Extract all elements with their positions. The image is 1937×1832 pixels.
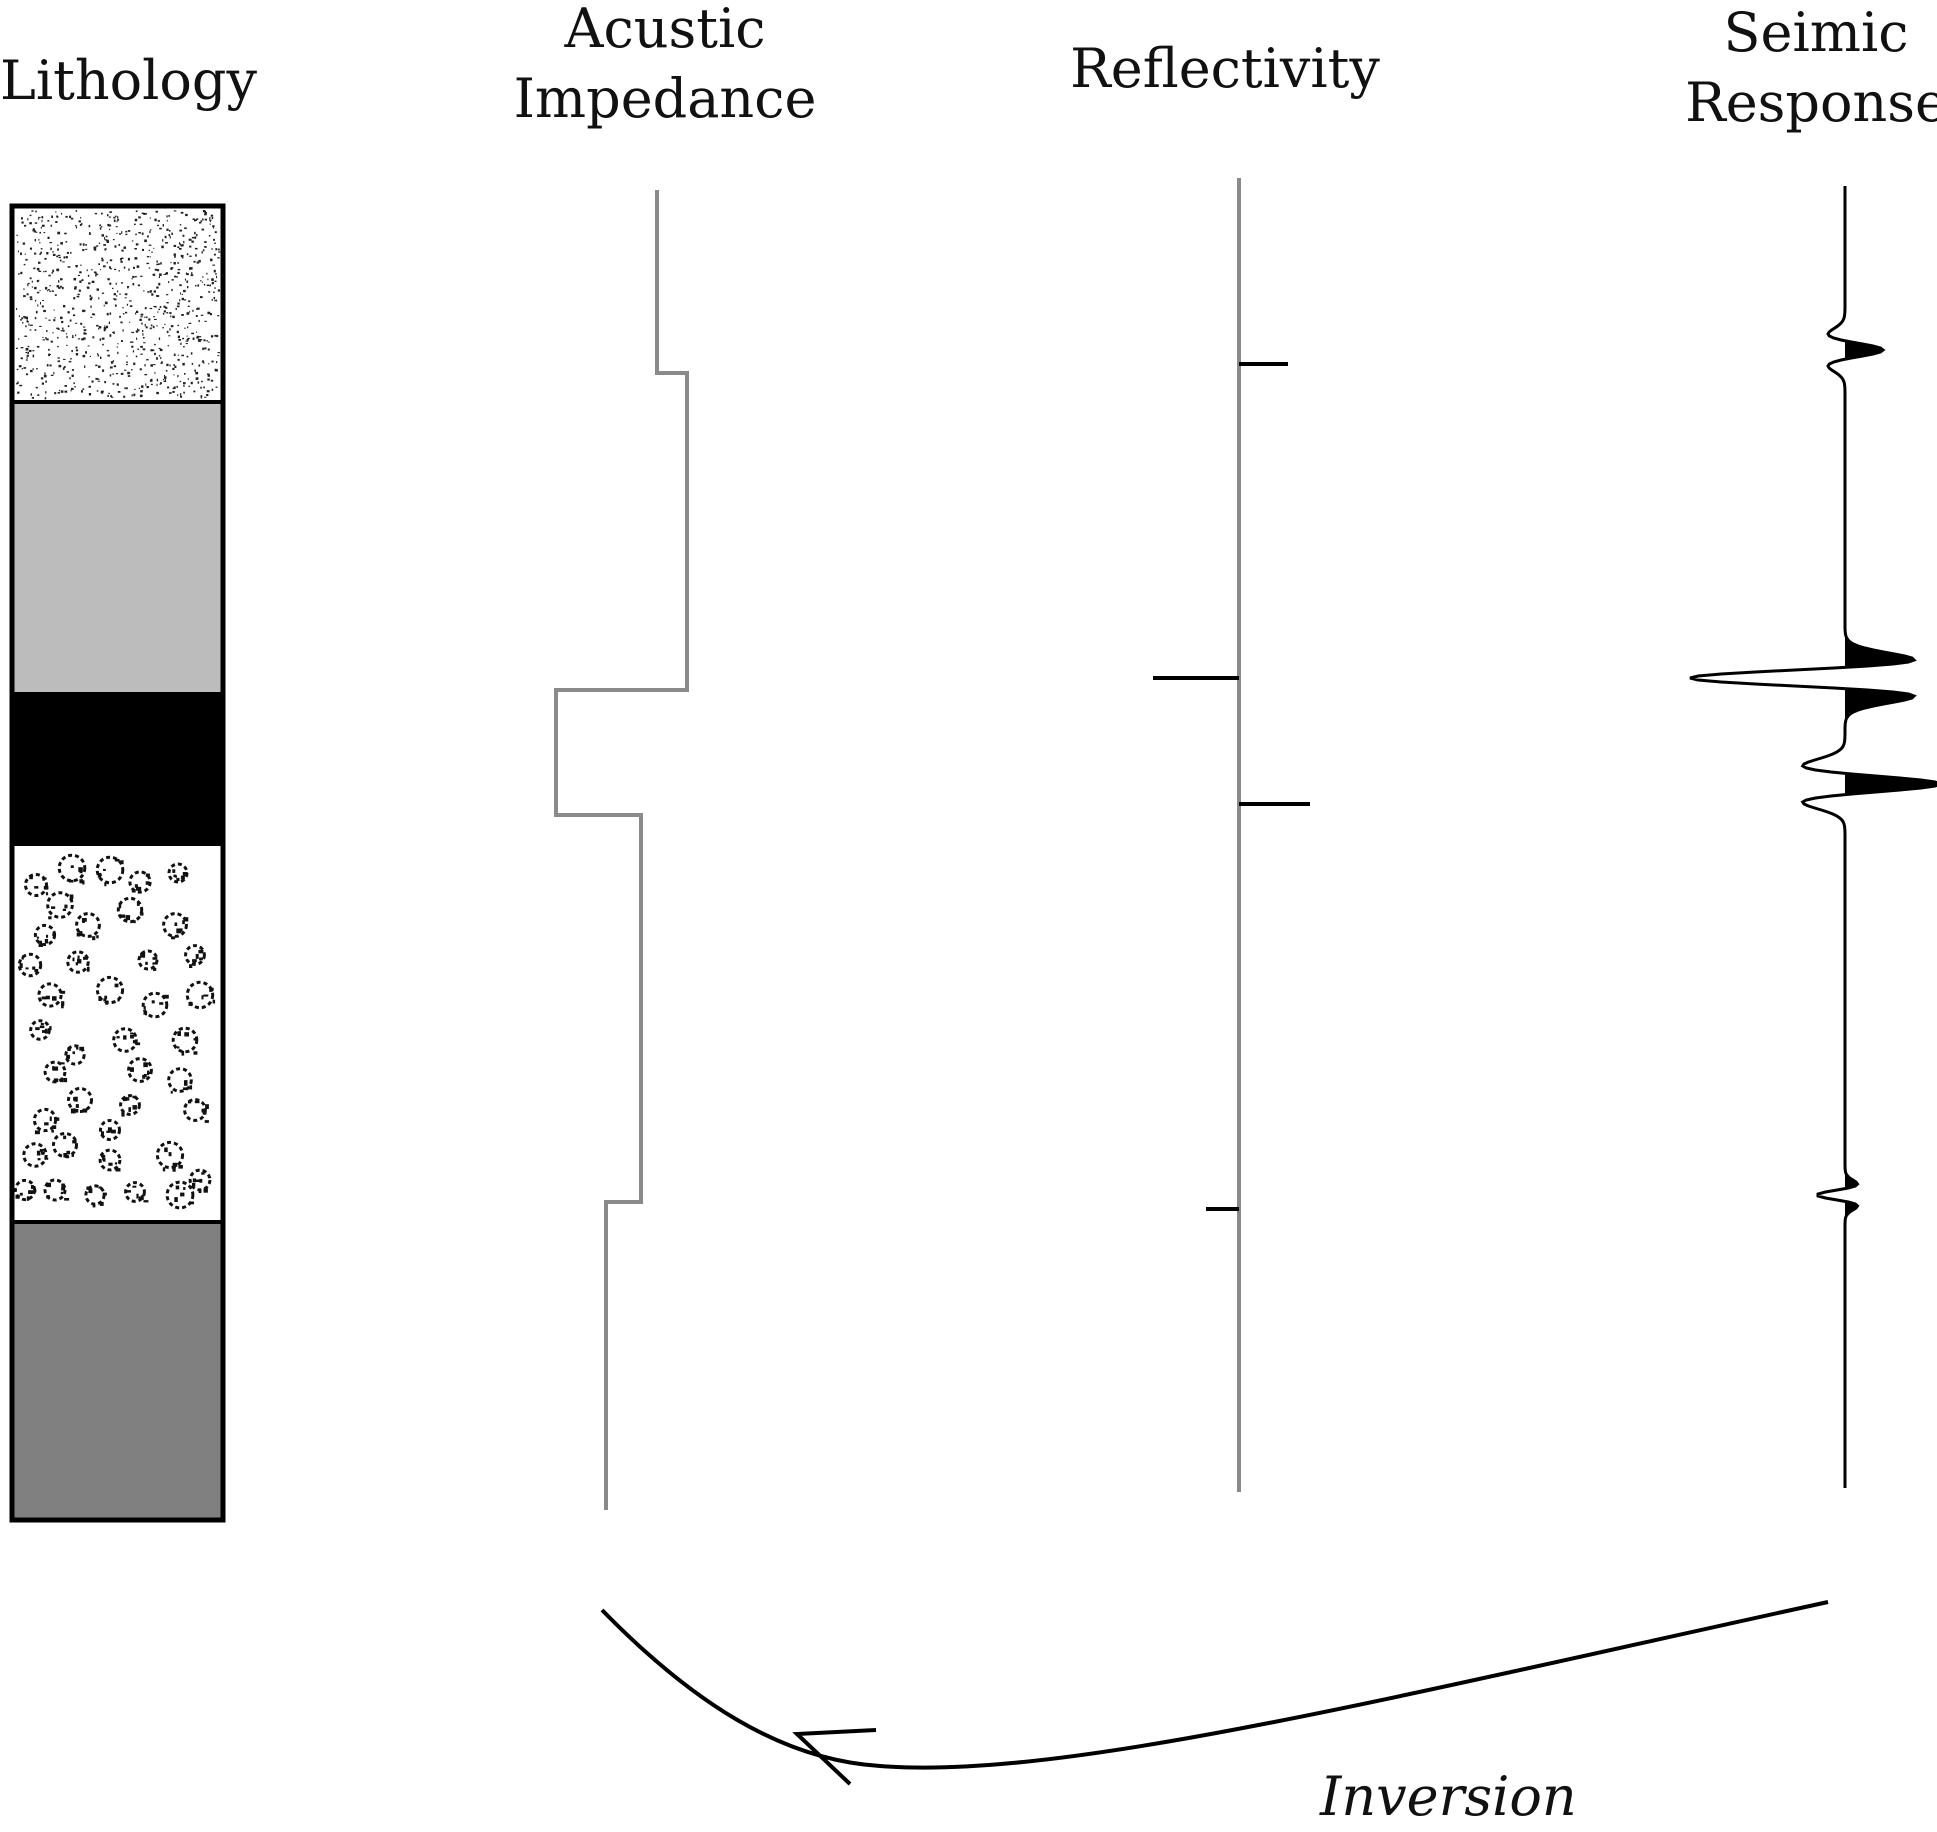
acoustic-impedance-header: Acustic Impedance: [505, 0, 825, 134]
pebble-25: [67, 1087, 93, 1114]
pebble-20: [112, 1027, 141, 1053]
pebble-23: [127, 1057, 153, 1083]
pebble-30: [22, 1142, 49, 1168]
pebble-14: [37, 982, 66, 1009]
pebble-22: [43, 1060, 68, 1084]
lithology-header: Lithology: [0, 49, 257, 112]
pebble-21: [171, 1026, 199, 1056]
reflectivity-header: Reflectivity: [1070, 37, 1380, 100]
pebble-7: [33, 923, 57, 947]
sand-dot-pattern: [16, 210, 221, 400]
pebble-28: [99, 1119, 121, 1141]
pebble-37: [124, 1181, 149, 1203]
pebble-19: [64, 1044, 86, 1066]
inversion-arrow: [600, 1600, 1829, 1786]
pebble-33: [155, 1140, 185, 1172]
pebble-0: [24, 873, 49, 897]
litho-layer-black: [12, 694, 223, 844]
pebble-38: [165, 1180, 196, 1210]
seismic-trace: [1689, 186, 1937, 1488]
acoustic-impedance-log: [554, 190, 689, 1510]
pebble-16: [141, 991, 169, 1019]
pebble-8: [75, 912, 101, 941]
acoustic-impedance-header-line1: Acustic: [564, 0, 766, 60]
arrowhead-icon: [792, 1728, 877, 1786]
litho-layer-dark-grey: [12, 1222, 223, 1520]
seismic-positive-fill: [1845, 186, 1937, 1488]
seismic-trace-group: [1689, 186, 1937, 1488]
pebble-pattern: [13, 853, 216, 1210]
pebble-29: [183, 1098, 209, 1123]
litho-border: [9, 203, 226, 1523]
pebble-5: [46, 891, 74, 920]
pebble-12: [137, 949, 159, 971]
pebble-34: [13, 1178, 37, 1202]
litho-layer-sand: [12, 206, 223, 402]
pebble-6: [116, 896, 144, 924]
pebble-18: [29, 1019, 52, 1041]
pebble-10: [17, 952, 43, 978]
pebble-4: [167, 862, 189, 884]
pebble-2: [95, 855, 125, 887]
pebble-35: [43, 1178, 70, 1202]
pebble-11: [66, 950, 90, 974]
lithology-column: [9, 203, 226, 1523]
pebble-15: [95, 975, 125, 1005]
litho-layer-light-grey: [12, 402, 223, 694]
pebble-3: [128, 870, 152, 894]
reflectivity-series: [1153, 178, 1310, 1492]
pebble-26: [119, 1094, 141, 1117]
pebble-1: [57, 853, 87, 885]
pebble-13: [184, 944, 206, 968]
pebble-17: [185, 980, 216, 1010]
inversion-label: Inversion: [1320, 1765, 1577, 1828]
seismic-response-header: Seimic Response: [1685, 0, 1937, 138]
seismic-response-header-line1: Seimic: [1723, 1, 1909, 64]
pebble-27: [32, 1107, 60, 1135]
pebble-39: [188, 1168, 212, 1194]
seismic-response-header-line2: Response: [1685, 71, 1937, 134]
inversion-arrow-curve: [600, 1600, 1829, 1770]
pebble-31: [52, 1132, 78, 1159]
pebble-24: [167, 1067, 193, 1094]
pebble-32: [98, 1148, 122, 1172]
pebble-36: [84, 1184, 107, 1208]
pebble-9: [162, 912, 189, 940]
acoustic-impedance-header-line2: Impedance: [513, 67, 817, 130]
